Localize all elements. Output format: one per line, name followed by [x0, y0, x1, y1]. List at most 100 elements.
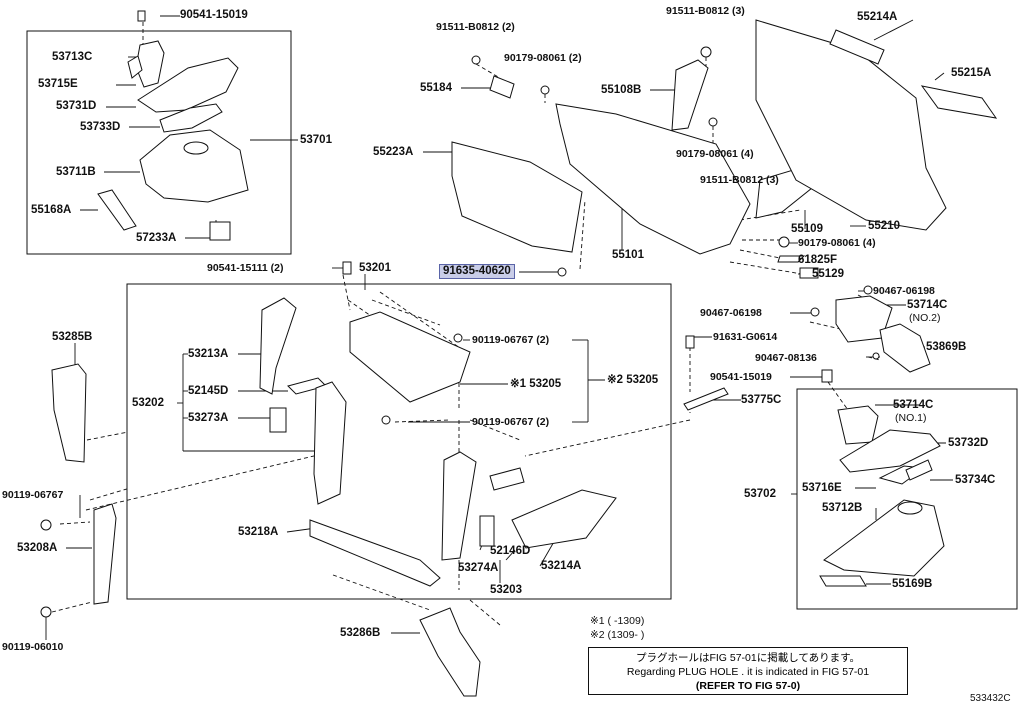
- note-line-en: Regarding PLUG HOLE . it is indicated in…: [626, 666, 870, 678]
- label-91635-40620[interactable]: 91635-40620: [439, 264, 515, 279]
- label-52145D: 52145D: [188, 385, 229, 397]
- parts: [40, 10, 998, 697]
- part-53285B: [51, 363, 87, 463]
- label-53715E: 53715E: [38, 78, 78, 90]
- label-55210: 55210: [868, 220, 900, 232]
- part-53734C: [905, 459, 933, 481]
- part-55108B: [671, 59, 709, 131]
- part-53714C-no1: [837, 405, 879, 445]
- part-55129: [799, 267, 819, 279]
- label-55169B: 55169B: [892, 578, 933, 590]
- part-53775C: [683, 387, 729, 411]
- part-53286B: [419, 607, 481, 697]
- label-55215A: 55215A: [951, 67, 992, 79]
- part-55223A: [451, 141, 583, 253]
- label-53869B: 53869B: [926, 341, 967, 353]
- plug-hole-note: プラグホールはFIG 57-01に掲載してあります。 Regarding PLU…: [588, 647, 908, 695]
- label-90179-08061-4b: 90179-08061 (4): [798, 237, 876, 249]
- dashed-lines: [51, 22, 881, 626]
- label-53701: 53701: [300, 134, 332, 146]
- part-53715E: [127, 55, 143, 79]
- label-53213A: 53213A: [188, 348, 229, 360]
- diagram-id: 533432C: [970, 693, 1011, 704]
- part-55210: [755, 19, 947, 231]
- box-53701: [26, 30, 292, 255]
- label-53286B: 53286B: [340, 627, 381, 639]
- label-53714C-no2: 53714C: [907, 299, 948, 311]
- label-55214A: 55214A: [857, 11, 898, 23]
- label-55109: 55109: [791, 223, 823, 235]
- label-57233A: 57233A: [136, 232, 177, 244]
- part-53869B: [879, 323, 931, 373]
- part-55214A: [829, 29, 885, 65]
- note-line-jp: プラグホールはFIG 57-01に掲載してあります。: [635, 652, 861, 664]
- label-53733D: 53733D: [80, 121, 121, 133]
- label-91511-B0812-3b: 91511-B0812 (3): [700, 174, 779, 186]
- part-57233A: [209, 221, 231, 241]
- part-53732D: [839, 429, 941, 473]
- label-53714C-no1: 53714C: [893, 399, 934, 411]
- part-55169B: [819, 575, 867, 587]
- label-90179-08061-4a: 90179-08061 (4): [676, 148, 754, 160]
- part-53202-pillar: [313, 381, 347, 505]
- label-91631-G0614: 91631-G0614: [713, 331, 778, 343]
- label-90541-15111: 90541-15111 (2): [207, 262, 284, 274]
- label-55108B: 55108B: [601, 84, 642, 96]
- part-53218A: [309, 519, 441, 587]
- label-55184: 55184: [420, 82, 452, 94]
- part-53208A: [93, 503, 117, 605]
- label-53218A: 53218A: [238, 526, 279, 538]
- part-52146D: [489, 467, 525, 491]
- part-53733D: [159, 103, 223, 133]
- part-61825F: [777, 255, 806, 263]
- label-53273A: 53273A: [188, 412, 229, 424]
- label-90179-08061-2: 90179-08061 (2): [504, 52, 582, 64]
- part-53731D: [137, 57, 239, 113]
- part-53712B: [823, 499, 945, 577]
- label-91511-B0812-3a: 91511-B0812 (3): [666, 5, 745, 17]
- label-61825F: 61825F: [798, 254, 838, 266]
- footnote-1: ※1 ( -1309): [590, 615, 645, 627]
- label-53713C: 53713C: [52, 51, 93, 63]
- label-53716E: 53716E: [802, 482, 842, 494]
- label-90119-06767-2a: 90119-06767 (2): [472, 334, 550, 346]
- label-53702: 53702: [744, 488, 776, 500]
- footnote-2: ※2 (1309- ): [590, 629, 645, 641]
- label-53274A: 53274A: [458, 562, 499, 574]
- part-53274A: [479, 515, 495, 547]
- label-55129: 55129: [812, 268, 844, 280]
- label-53734C: 53734C: [955, 474, 996, 486]
- label-53775C: 53775C: [741, 394, 782, 406]
- part-53213A: [259, 297, 297, 395]
- label-90541-15019-top: 90541-15019: [180, 9, 248, 21]
- label-90541-15019-b: 90541-15019: [710, 371, 772, 383]
- label-90467-06198-a: 90467-06198: [873, 285, 935, 297]
- note-reference: (REFER TO FIG 57-0): [695, 680, 801, 692]
- label-90467-06198-b: 90467-06198: [700, 307, 762, 319]
- label-53712B: 53712B: [822, 502, 863, 514]
- label-53205-1: ※1 53205: [510, 378, 562, 390]
- label-55168A: 55168A: [31, 204, 72, 216]
- bolt-90541-15019-part: [137, 10, 146, 22]
- part-53214A: [511, 489, 617, 549]
- part-53273A: [269, 407, 287, 433]
- part-53205: [349, 311, 471, 403]
- label-52146D: 52146D: [490, 545, 531, 557]
- part-53203-pillar: [441, 451, 477, 561]
- label-53732D: 53732D: [948, 437, 989, 449]
- label-53714C-no1-note: (NO.1): [895, 412, 927, 424]
- part-55215A: [920, 85, 998, 119]
- label-55101: 55101: [612, 249, 644, 261]
- label-53202: 53202: [132, 397, 164, 409]
- label-90119-06767-2b: 90119-06767 (2): [472, 416, 550, 428]
- bolt-91631-G0614-part: [685, 335, 695, 349]
- label-53205-2: ※2 53205: [607, 374, 659, 386]
- label-53711B: 53711B: [56, 166, 96, 178]
- part-55168A: [97, 189, 137, 231]
- bolt-90541-15019-b-part: [821, 369, 833, 383]
- part-55184: [489, 75, 515, 99]
- label-53285B: 53285B: [52, 331, 93, 343]
- label-55223A: 55223A: [373, 146, 414, 158]
